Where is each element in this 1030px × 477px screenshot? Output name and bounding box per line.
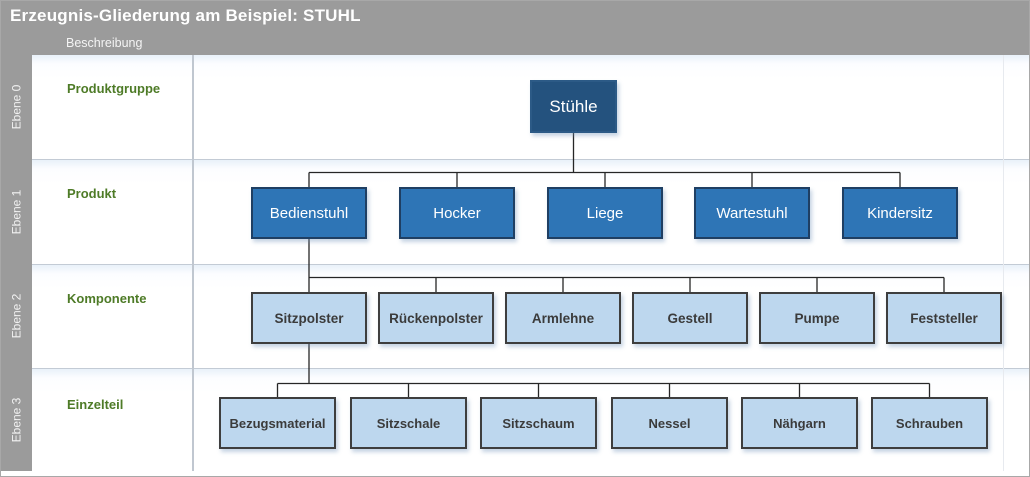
node-bedienstuhl: Bedienstuhl [251,187,367,239]
axis-label-ebene-1: Ebene 1 [9,189,24,234]
node-pumpe: Pumpe [759,292,875,344]
node-armlehne: Armlehne [505,292,621,344]
node-hocker: Hocker [399,187,515,239]
node-nessel: Nessel [611,397,728,449]
axis-label-ebene-3: Ebene 3 [9,397,24,442]
description-produktgruppe: Produktgruppe [67,81,161,96]
description-komponente: Komponente [67,291,147,306]
right-gridline [1003,55,1004,471]
axis-label-ebene-2: Ebene 2 [9,293,24,339]
node-gestell: Gestell [632,292,748,344]
node-feststeller: Feststeller [886,292,1002,344]
node-sitzschale: Sitzschale [350,397,467,449]
node-schrauben: Schrauben [871,397,988,449]
node-rueckenpolster: Rückenpolster [378,292,494,344]
node-kindersitz: Kindersitz [842,187,958,239]
level-axis: Ebene 0 Ebene 1 Ebene 2 Ebene 3 [1,55,32,471]
node-bezugsmaterial: Bezugsmaterial [219,397,336,449]
axis-label-ebene-0: Ebene 0 [9,84,24,130]
node-liege: Liege [547,187,663,239]
description-column-separator [192,55,194,471]
column-header-beschreibung: Beschreibung [66,36,143,50]
page-title: Erzeugnis-Gliederung am Beispiel: STUHL [10,6,361,25]
node-sitzpolster: Sitzpolster [251,292,367,344]
node-sitzschaum: Sitzschaum [480,397,597,449]
description-produkt: Produkt [67,186,117,201]
description-einzelteil: Einzelteil [67,397,124,412]
title-bar: Erzeugnis-Gliederung am Beispiel: STUHL … [1,1,1029,55]
node-naehgarn: Nähgarn [741,397,858,449]
node-stuehle: Stühle [530,80,617,133]
node-wartestuhl: Wartestuhl [694,187,810,239]
